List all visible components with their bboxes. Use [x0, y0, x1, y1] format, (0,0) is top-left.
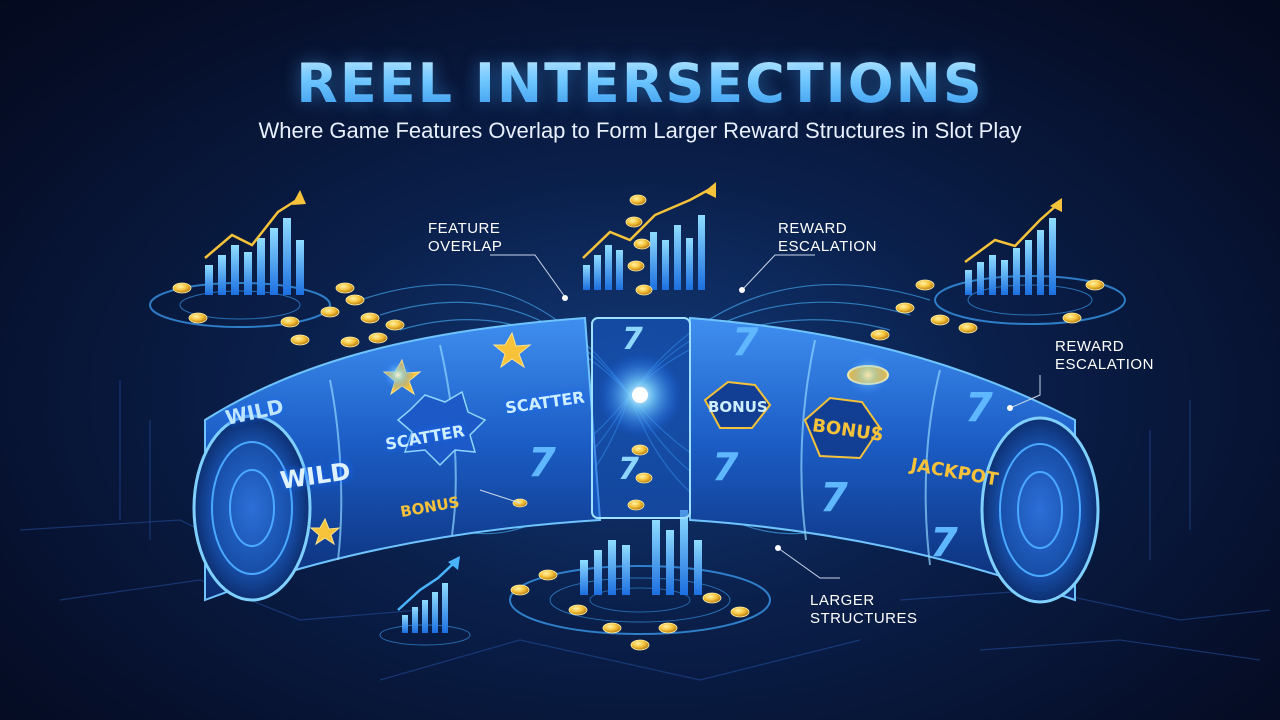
seven-symbol-4: 7 — [820, 475, 848, 521]
callout-line: OVERLAP — [428, 238, 503, 255]
seven-symbol-8: 7 — [618, 452, 639, 487]
bonus-badges — [703, 380, 882, 460]
callout-line: REWARD — [778, 220, 848, 237]
intersection-panel — [591, 317, 691, 519]
page-subtitle: Where Game Features Overlap to Form Larg… — [258, 118, 1022, 143]
page-title: REEL INTERSECTIONS — [0, 52, 1280, 115]
callout-line: LARGER — [810, 592, 875, 609]
seven-symbol-2: 7 — [732, 320, 759, 364]
seven-symbol-1: 7 — [528, 440, 556, 486]
bonus-symbol-2: BONUS — [708, 398, 768, 416]
callout-line: FEATURE — [428, 220, 501, 237]
trend-arrow-top — [582, 186, 713, 259]
bar-chart-right — [965, 218, 1056, 295]
callout-line: REWARD — [1055, 338, 1125, 355]
callout-reward-escalation-right: REWARD ESCALATION — [1055, 338, 1154, 374]
trend-arrow-left — [204, 196, 301, 259]
pedestal-rings — [149, 275, 1126, 646]
coins — [172, 194, 1105, 651]
scatter-badge — [396, 390, 487, 467]
bar-chart-top — [583, 215, 705, 290]
callout-larger-structures: LARGER STRUCTURES — [810, 592, 918, 628]
callout-lines — [479, 254, 1041, 579]
callout-reward-escalation-top: REWARD ESCALATION — [778, 220, 877, 256]
seven-symbol-3: 7 — [712, 445, 739, 489]
callout-line: ESCALATION — [778, 238, 877, 255]
callout-line: ESCALATION — [1055, 356, 1154, 373]
seven-symbol-5: 7 — [965, 385, 993, 431]
reel-left — [192, 316, 602, 602]
bar-chart-bottom — [580, 510, 702, 595]
seven-symbol-6: 7 — [930, 520, 958, 566]
callout-line: STRUCTURES — [810, 610, 918, 627]
bar-chart-small — [402, 583, 448, 633]
callout-feature-overlap: FEATURE OVERLAP — [428, 220, 502, 256]
bar-chart-left — [205, 218, 304, 295]
reel-right — [689, 316, 1100, 604]
circuit-lines — [19, 380, 1271, 681]
trend-arrow-right — [964, 203, 1059, 264]
seven-symbol-7: 7 — [622, 322, 643, 357]
